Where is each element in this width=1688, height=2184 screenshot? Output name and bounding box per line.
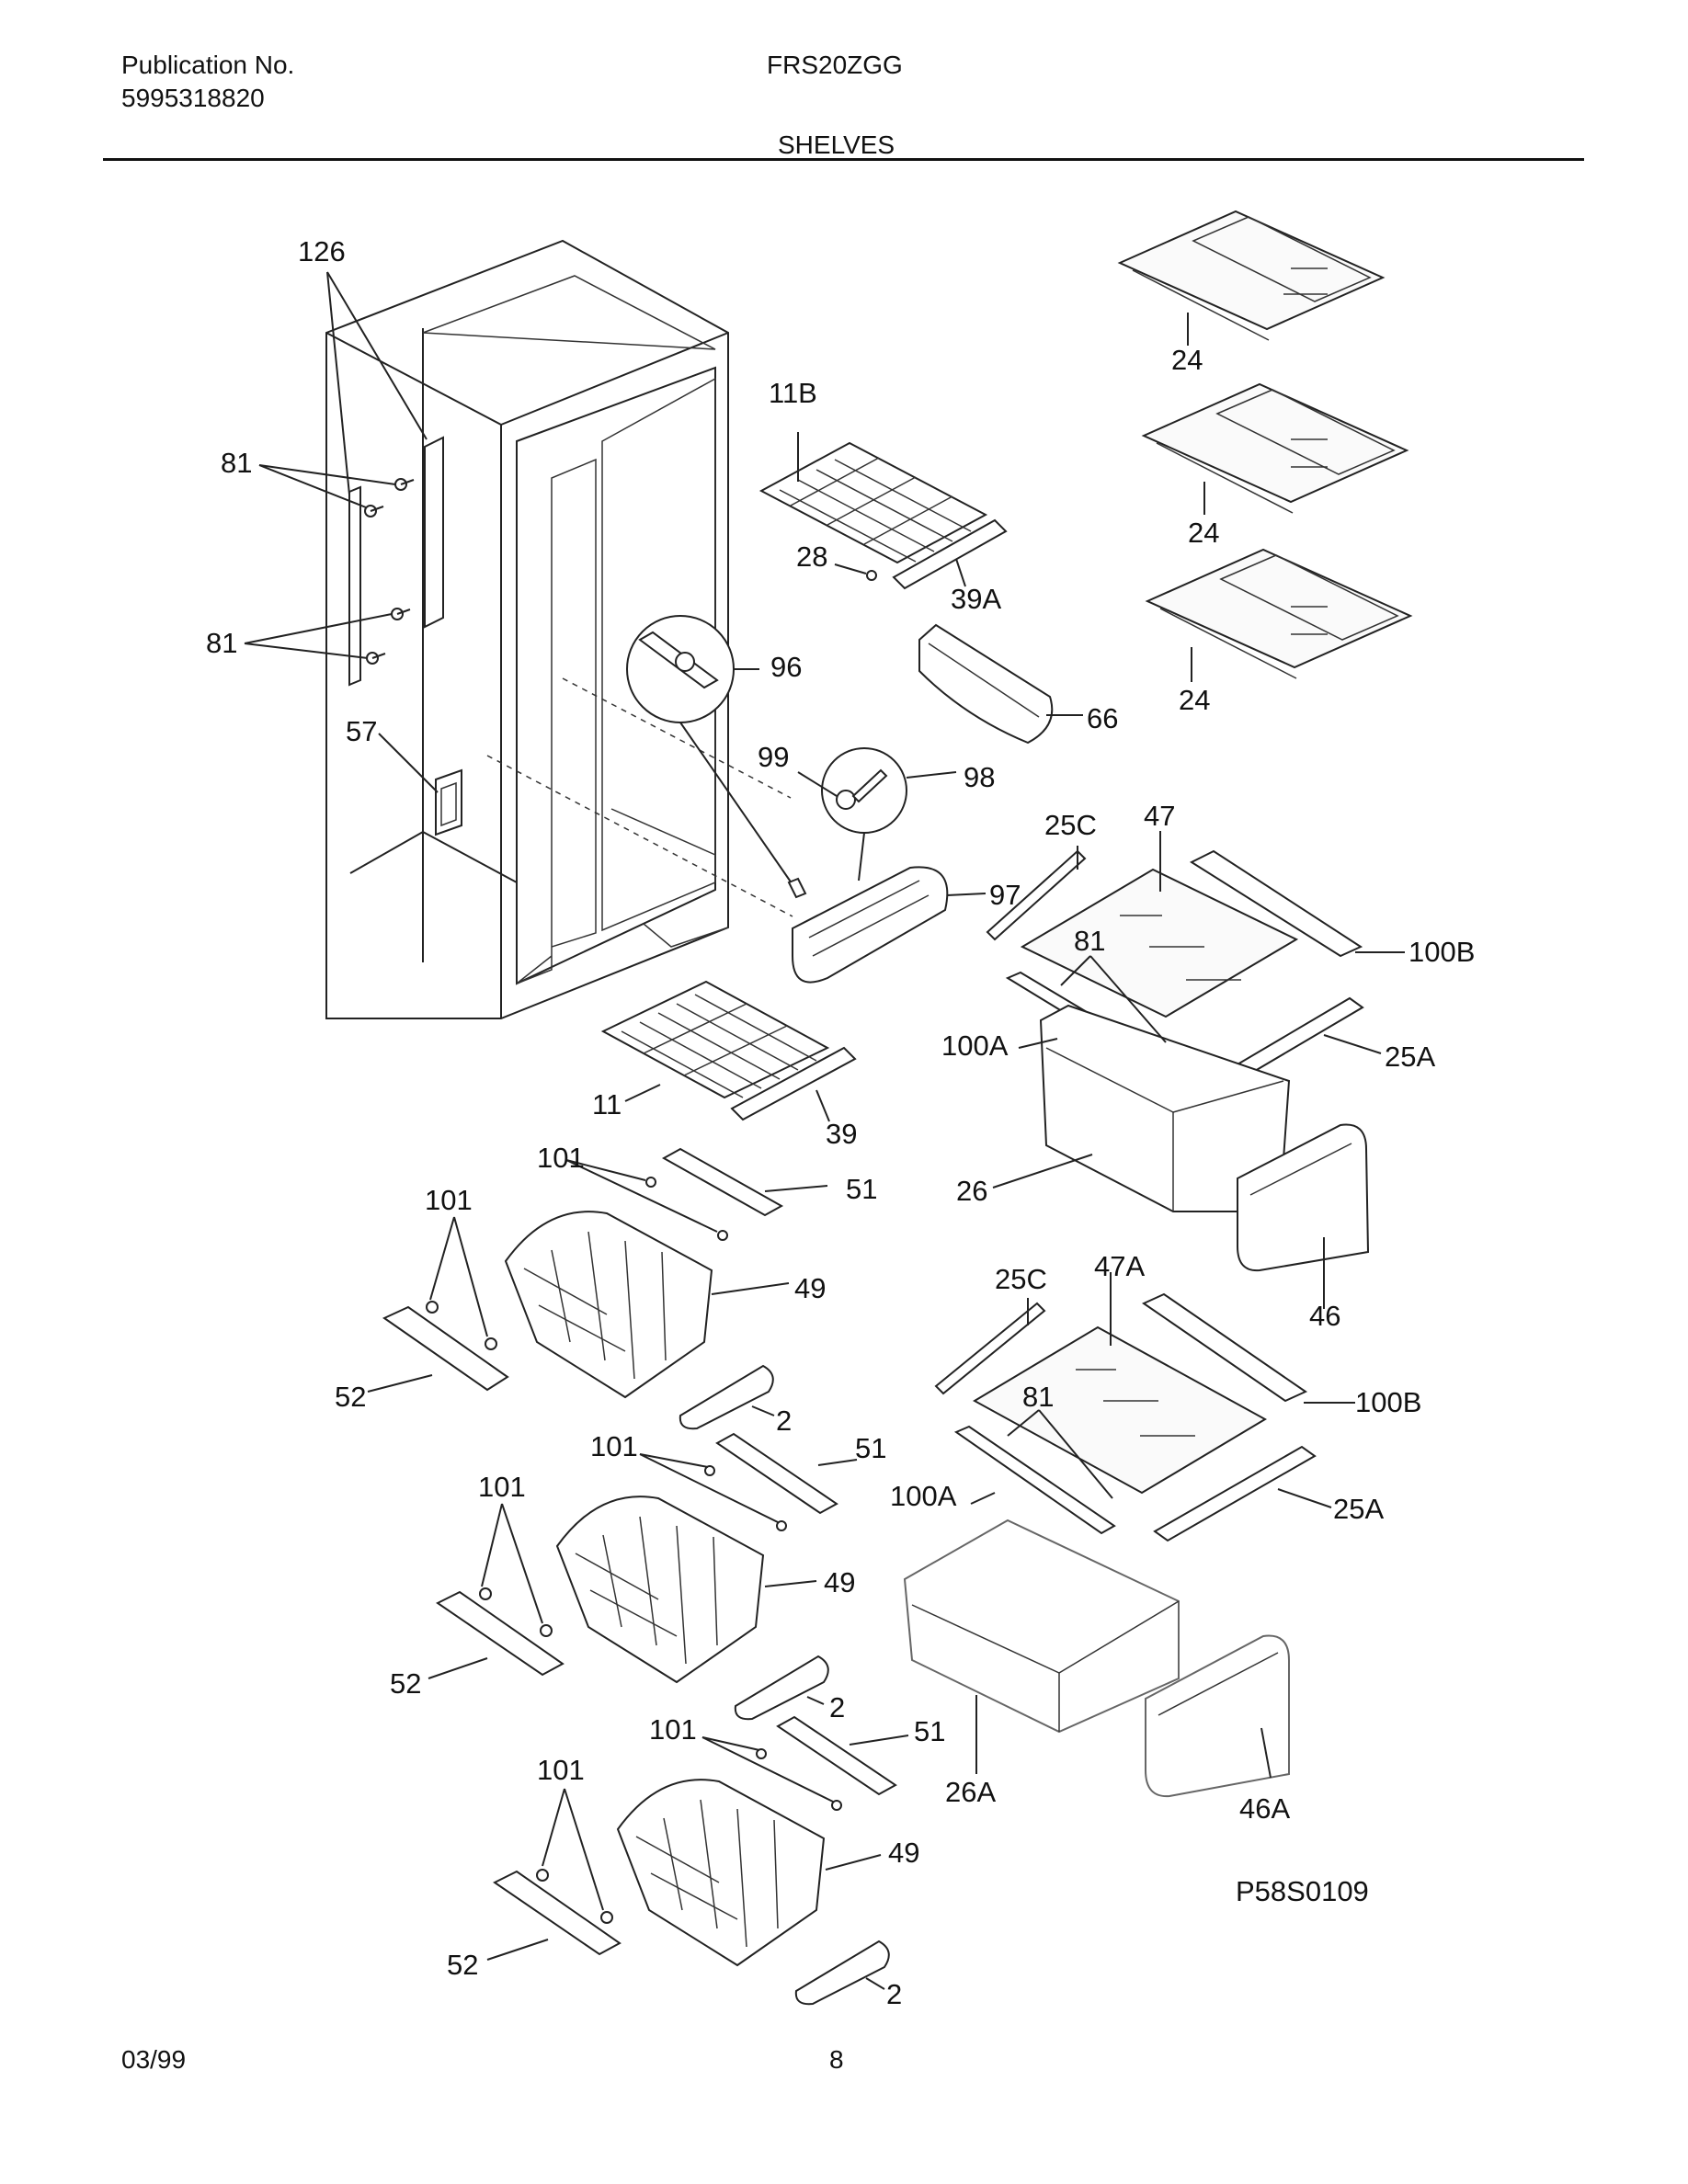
callout-81: 81 [1022, 1381, 1054, 1413]
callout-11b: 11B [769, 377, 817, 409]
callout-47: 47 [1144, 800, 1175, 832]
callout-51: 51 [846, 1173, 877, 1205]
page-number: 8 [829, 2045, 844, 2074]
callout-51: 51 [855, 1432, 886, 1464]
publication-label: Publication No. [121, 51, 295, 79]
callout-2: 2 [829, 1691, 845, 1723]
callout-101: 101 [537, 1142, 585, 1174]
callout-labels: 126 81 81 57 11B 28 39A 96 66 99 98 97 2… [206, 235, 1475, 2010]
detail-96 [626, 615, 797, 891]
callout-49: 49 [794, 1272, 826, 1304]
callout-51: 51 [914, 1715, 945, 1747]
callout-26a: 26A [945, 1776, 996, 1808]
callout-57: 57 [346, 715, 377, 747]
glass-shelves-24 [1117, 210, 1413, 682]
callout-49: 49 [888, 1837, 919, 1869]
callout-100b: 100B [1409, 936, 1475, 968]
callout-2: 2 [776, 1405, 792, 1437]
callout-25a: 25A [1333, 1493, 1384, 1525]
part-66-guard [918, 623, 1083, 745]
basket-set-3 [486, 1715, 909, 2006]
callout-101: 101 [649, 1713, 697, 1746]
section-title: SHELVES [778, 131, 895, 159]
callout-66: 66 [1087, 702, 1118, 734]
basket-set-1 [367, 1147, 828, 1430]
basket-set-2 [428, 1432, 858, 1721]
diagram-code: P58S0109 [1236, 1875, 1369, 1907]
leader-28 [834, 563, 867, 574]
callout-25c: 25C [995, 1263, 1047, 1295]
callout-52: 52 [447, 1949, 478, 1981]
part-97-cover [787, 866, 987, 984]
callout-49: 49 [824, 1566, 855, 1598]
callout-46a: 46A [1239, 1792, 1290, 1825]
publication-number: 5995318820 [121, 84, 265, 112]
crisper-assembly-upper [986, 831, 1405, 1309]
callout-52: 52 [335, 1381, 366, 1413]
callout-26: 26 [956, 1175, 987, 1207]
refrigerator-cabinet [325, 239, 793, 1019]
callout-25c: 25C [1044, 809, 1097, 841]
callout-97: 97 [989, 879, 1021, 911]
callout-52: 52 [390, 1667, 421, 1700]
callout-101: 101 [478, 1471, 526, 1503]
callout-47a: 47A [1094, 1250, 1145, 1282]
footer-date: 03/99 [121, 2045, 187, 2074]
model-number: FRS20ZGG [767, 51, 903, 79]
callout-98: 98 [964, 761, 995, 793]
callout-99: 99 [758, 741, 789, 773]
wire-shelf-11b [758, 441, 1008, 590]
callout-24: 24 [1188, 517, 1219, 549]
wire-shelf-11 [600, 980, 857, 1122]
header-rule [103, 158, 1584, 161]
detail-98 [797, 747, 957, 882]
callout-100a: 100A [890, 1480, 957, 1512]
callout-81: 81 [1074, 925, 1105, 957]
callout-24: 24 [1179, 684, 1210, 716]
crisper-assembly-lower [903, 1272, 1355, 1798]
callout-39a: 39A [951, 583, 1001, 615]
cabinet-leaders [244, 271, 439, 793]
callout-11: 11 [592, 1088, 622, 1120]
callout-100b: 100B [1355, 1386, 1421, 1418]
callout-101: 101 [537, 1754, 585, 1786]
callout-101: 101 [425, 1184, 473, 1216]
callout-24: 24 [1171, 344, 1203, 376]
callout-81: 81 [221, 447, 252, 479]
callout-39: 39 [826, 1118, 857, 1150]
callout-81: 81 [206, 627, 237, 659]
callout-28: 28 [796, 540, 827, 573]
callout-25a: 25A [1385, 1041, 1435, 1073]
callout-96: 96 [770, 651, 802, 683]
callout-2: 2 [886, 1978, 902, 2010]
callout-101: 101 [590, 1430, 638, 1462]
leader-39a [955, 558, 966, 587]
callout-126: 126 [298, 235, 346, 267]
callout-100a: 100A [941, 1029, 1009, 1062]
callout-46: 46 [1309, 1300, 1340, 1332]
